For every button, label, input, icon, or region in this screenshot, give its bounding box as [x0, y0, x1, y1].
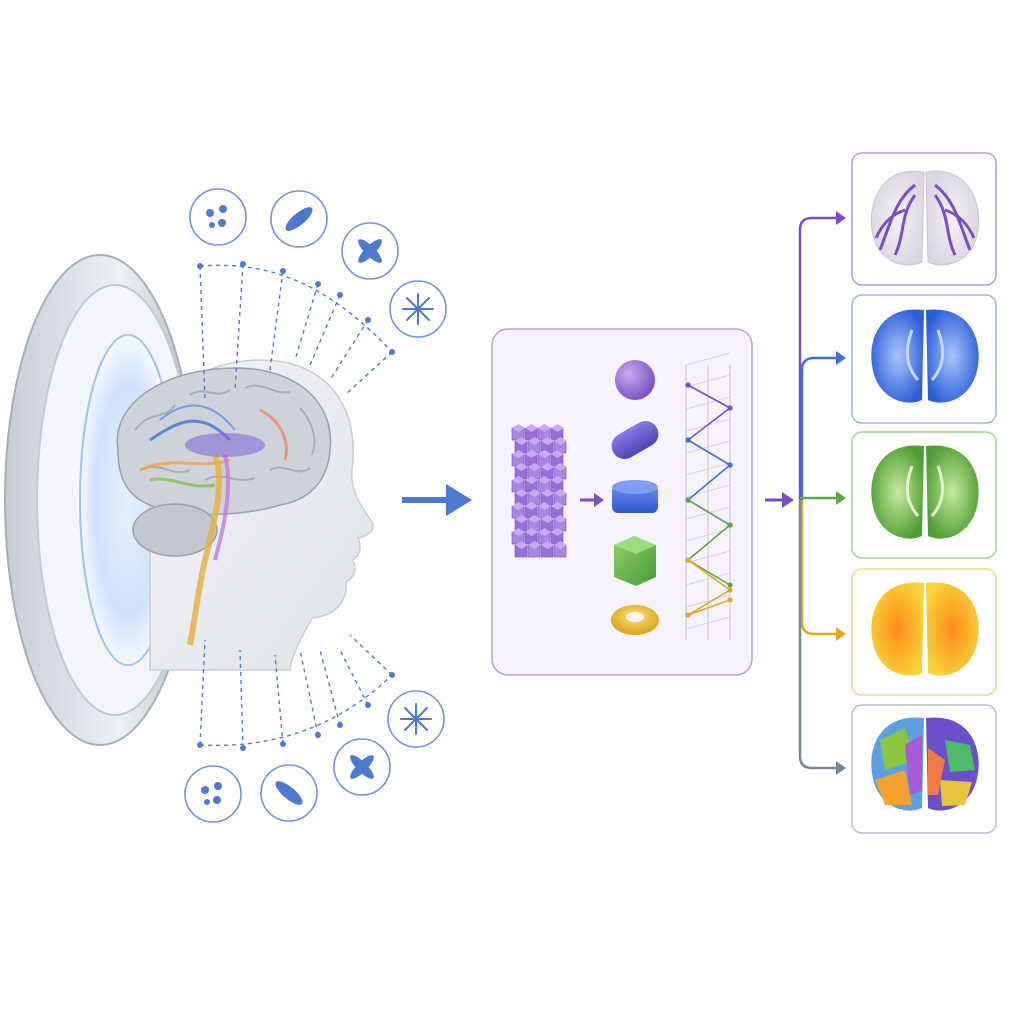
top-glyph-arc [197, 261, 395, 401]
cylinder-icon [611, 421, 659, 459]
voxel-top [512, 450, 525, 458]
voxel-top [512, 502, 525, 510]
lattice-row [685, 594, 731, 608]
arrow-to-model-icon [402, 484, 472, 516]
green-parameter-map [851, 431, 997, 559]
voxel-top [541, 541, 554, 549]
ellipsoid-icon [260, 764, 318, 822]
multi-fiber-star-icon [389, 280, 447, 338]
brain-anatomy [116, 367, 332, 646]
voxel-top [538, 476, 551, 484]
lattice-row [685, 462, 731, 476]
orange-parameter-map [851, 568, 997, 696]
voxel-top [525, 424, 538, 432]
voxel-top [541, 437, 554, 445]
lattice-node [685, 497, 691, 503]
voxel-top [554, 541, 567, 549]
voxel-top [551, 424, 564, 432]
lattice-node [685, 557, 691, 563]
bottom-glyph-arc [197, 634, 395, 751]
lattice-row [685, 506, 731, 520]
lattice-row [685, 616, 731, 630]
voxel-top [512, 528, 525, 536]
voxel-top [528, 489, 541, 497]
torus-icon [611, 605, 659, 635]
disk-icon [612, 480, 658, 513]
sphere-icon [615, 360, 655, 400]
lattice-row [685, 352, 731, 366]
voxel-top [515, 463, 528, 471]
small-arrow-icon [580, 493, 604, 507]
voxel-top [538, 450, 551, 458]
voxel-top [525, 476, 538, 484]
lattice-node [685, 612, 691, 618]
multi-fiber-star-icon [387, 690, 445, 748]
tractography-map [851, 152, 997, 286]
voxel-top [554, 515, 567, 523]
voxel-top [528, 515, 541, 523]
lattice-row [685, 396, 731, 410]
voxel-top [551, 476, 564, 484]
voxel-top [515, 541, 528, 549]
lattice-path [687, 559, 732, 616]
isotropic-dots-icon [184, 765, 242, 823]
voxel-top [551, 528, 564, 536]
lattice-node [727, 462, 733, 468]
voxel-top [525, 450, 538, 458]
branch-connectors [798, 211, 846, 775]
voxel-top [541, 463, 554, 471]
isotropic-dots-icon [189, 188, 247, 246]
crossing-fibers-icon [333, 738, 391, 796]
lattice-node [727, 597, 733, 603]
crossing-fibers-icon [341, 222, 399, 280]
voxel-top [538, 424, 551, 432]
voxel-top [554, 463, 567, 471]
arrow-to-maps-icon [765, 492, 794, 508]
lattice-row [685, 572, 731, 586]
lattice-node [727, 522, 733, 528]
voxel-top [515, 489, 528, 497]
voxel-top [515, 515, 528, 523]
lattice-node [685, 437, 691, 443]
voxel-top [515, 437, 528, 445]
cube-icon [614, 536, 656, 586]
lattice-node [727, 587, 733, 593]
voxel-top [541, 515, 554, 523]
lattice-node [727, 405, 733, 411]
voxel-top [528, 541, 541, 549]
lattice-network-icon [685, 352, 733, 640]
parcellation-map [851, 704, 997, 834]
voxel-top [551, 502, 564, 510]
voxel-top [528, 463, 541, 471]
voxel-top [551, 450, 564, 458]
blue-parameter-map [851, 294, 997, 424]
voxel-top [528, 437, 541, 445]
lattice-row [685, 440, 731, 454]
voxel-top [538, 502, 551, 510]
lattice-path [686, 499, 732, 586]
voxel-top [525, 528, 538, 536]
lattice-row [685, 374, 731, 388]
lattice-node [685, 382, 691, 388]
voxel-top [512, 476, 525, 484]
voxel-top [525, 502, 538, 510]
voxel-grid-icon [511, 424, 567, 558]
voxel-top [541, 489, 554, 497]
voxel-top [512, 424, 525, 432]
voxel-top [554, 489, 567, 497]
voxel-top [554, 437, 567, 445]
lattice-row [685, 550, 731, 564]
voxel-top [538, 528, 551, 536]
ellipsoid-icon [270, 190, 328, 248]
lattice-node [727, 582, 733, 588]
